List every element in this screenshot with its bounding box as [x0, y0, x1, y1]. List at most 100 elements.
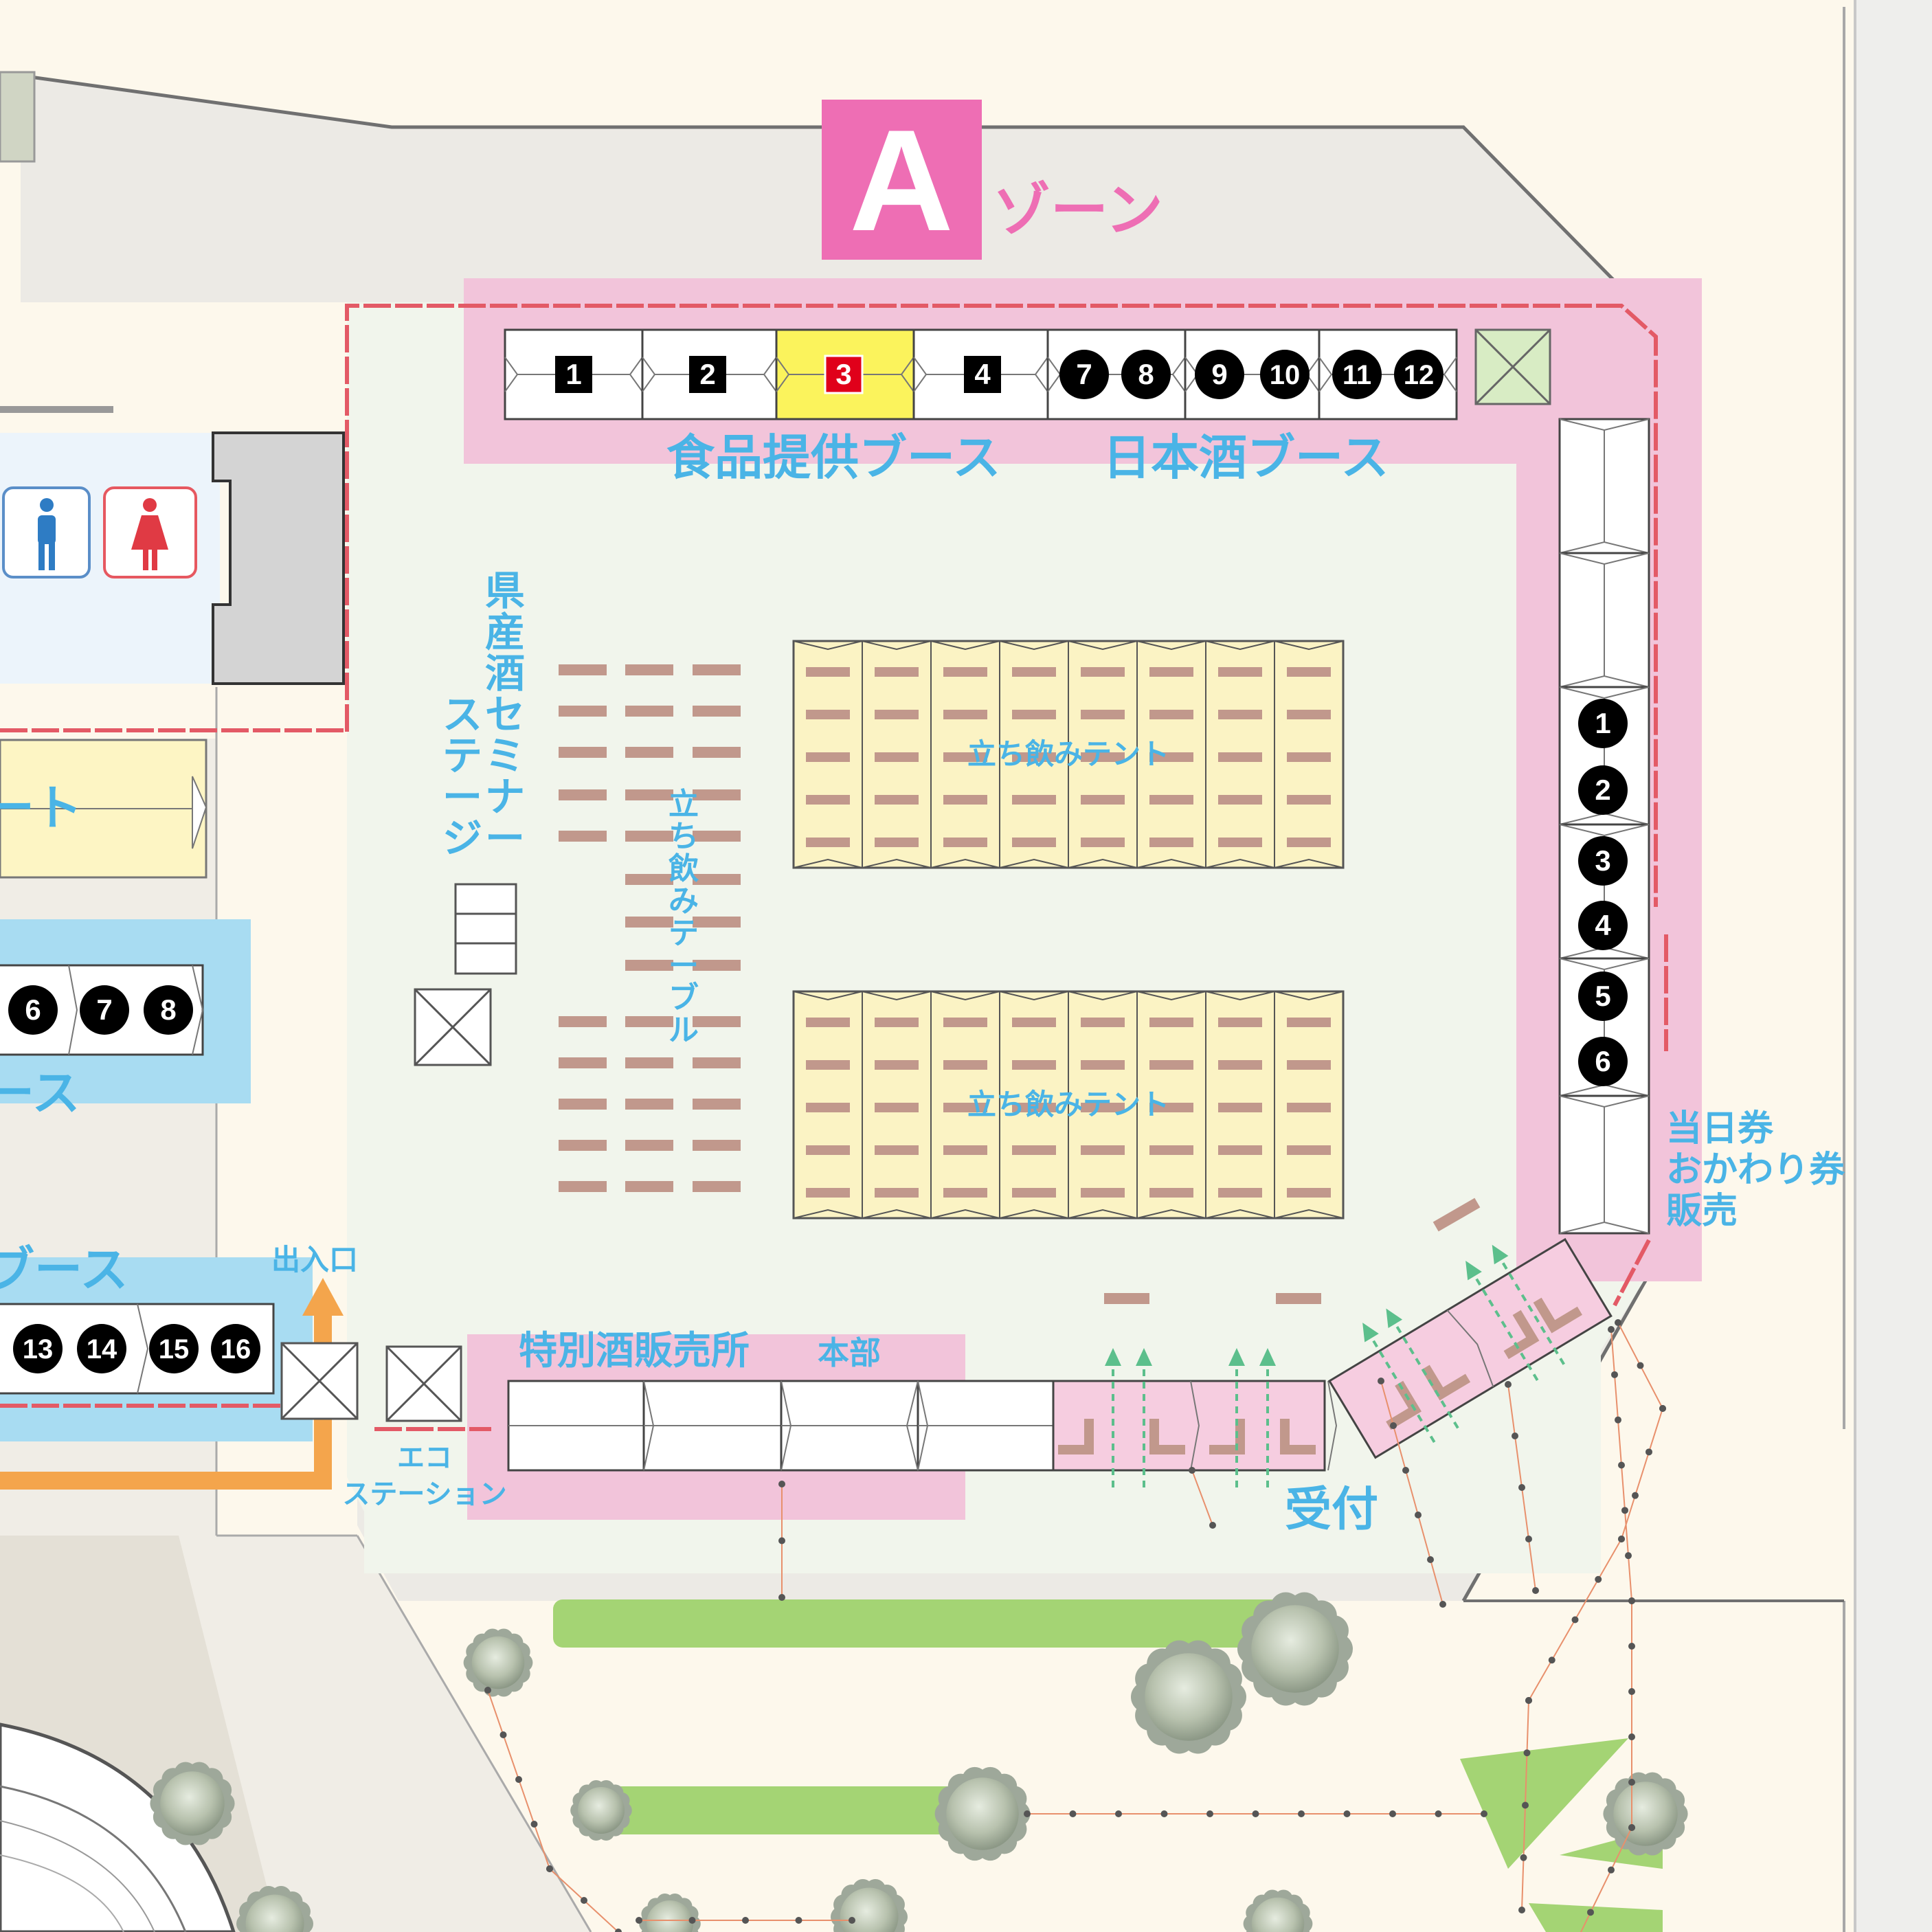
rope-post [636, 1917, 642, 1924]
arrow-up-icon [302, 1278, 344, 1316]
booth-number-badge [1578, 765, 1628, 815]
booth-number-badge [1260, 350, 1310, 399]
tent-table [1218, 667, 1262, 677]
booth-number-badge [824, 355, 864, 394]
booth-number-badge [689, 356, 726, 393]
rope-post [1628, 1643, 1635, 1650]
rope-post [1389, 1810, 1396, 1817]
tree-icon [934, 1766, 1031, 1861]
standing-table [559, 747, 607, 758]
rope-post [1439, 1601, 1446, 1608]
special-sales-label: 特別酒販売所 [519, 1329, 750, 1373]
booth-number-badge [964, 356, 1001, 393]
standing-table-char: 立 [669, 787, 699, 822]
booth-number: 7 [96, 993, 112, 1026]
booth-number: 4 [1595, 909, 1611, 941]
rope-post [688, 1917, 696, 1924]
rope-post [1632, 1492, 1639, 1499]
entrance-label: 出入口 [271, 1243, 358, 1277]
booth-number: 4 [974, 358, 991, 390]
booth-number-badge [555, 356, 592, 393]
standing-table [625, 789, 673, 800]
tent-table [1287, 1018, 1331, 1027]
standing-table [559, 664, 607, 675]
tent-table [806, 1188, 850, 1198]
rope-post [1520, 1854, 1527, 1861]
tent-table [875, 710, 919, 719]
standing-table [625, 1181, 673, 1192]
zone-suffix: ゾーン [993, 177, 1163, 244]
standing-table [693, 1181, 741, 1192]
booth-number: 13 [23, 1334, 54, 1364]
arrow-up-icon [1362, 1323, 1379, 1343]
booth-number-badge [1578, 836, 1628, 886]
sake-booth-label: 日本酒ブース [1103, 429, 1389, 486]
tent-table [875, 838, 919, 847]
seminar-char: ミ [485, 732, 525, 779]
left-booth-label-3: ブース [0, 1242, 128, 1298]
booth-number-badge [1332, 350, 1382, 399]
tent-table [1012, 838, 1056, 847]
standing-table-char: ル [669, 1013, 699, 1048]
standing-table [625, 1099, 673, 1110]
tent-table [875, 1145, 919, 1155]
rope-post [1415, 1512, 1422, 1518]
standing-table-char: み [669, 884, 699, 919]
tent-table [943, 1103, 987, 1112]
booth-number-badge [1578, 971, 1628, 1021]
rope-post [742, 1917, 749, 1924]
tent-table [1081, 1188, 1125, 1198]
booth-number-badge [1121, 350, 1171, 399]
reception-label: 受付 [1285, 1483, 1378, 1537]
booth-number: 15 [159, 1334, 190, 1364]
tent-table [1012, 795, 1056, 805]
tent-label-bottom: 立ち飲みテント [967, 1088, 1169, 1121]
rope-post [1611, 1371, 1618, 1378]
standing-table [625, 664, 673, 675]
rope-post [1628, 1733, 1635, 1740]
tent-table [806, 1060, 850, 1070]
rope-post [1618, 1536, 1625, 1542]
x-box-icon [1474, 328, 1551, 405]
booth-number-badge [144, 985, 193, 1035]
rope-post [1595, 1575, 1602, 1583]
arrow-up-icon [1386, 1308, 1403, 1328]
booth-number-badge [77, 1324, 126, 1373]
tent-table [1218, 752, 1262, 762]
tent-table [1012, 710, 1056, 719]
tent-table [875, 1188, 919, 1198]
standing-table [625, 747, 673, 758]
rope-post [1115, 1810, 1122, 1817]
tent-table [1287, 795, 1331, 805]
rope-post [1206, 1810, 1213, 1817]
rope-post [1628, 1597, 1635, 1604]
tent-table [1287, 710, 1331, 719]
rope-post [1525, 1697, 1532, 1704]
tent-table [875, 795, 919, 805]
rope-post [795, 1917, 802, 1924]
arrow-up-icon [1136, 1348, 1152, 1366]
rope-post [1608, 1326, 1615, 1333]
tent-table [943, 1060, 987, 1070]
rope-post [1587, 1909, 1594, 1916]
tent-table [1149, 667, 1193, 677]
tent-table [1287, 1103, 1331, 1112]
tent-table [1218, 1018, 1262, 1027]
rope-post [1628, 1688, 1635, 1695]
rope-post [1525, 1536, 1532, 1542]
rope-post [1069, 1810, 1077, 1817]
tent-table [1287, 838, 1331, 847]
tent-table [1081, 667, 1125, 677]
rope-post [1505, 1381, 1512, 1388]
rope-post [1522, 1801, 1529, 1809]
tent-table [943, 1018, 987, 1027]
hq-label: 本部 [818, 1334, 881, 1371]
rope-post [1427, 1556, 1434, 1563]
tent-table [806, 795, 850, 805]
tent-table [1149, 1060, 1193, 1070]
booth-number-badge [13, 1324, 63, 1373]
standing-tents [792, 640, 1345, 1220]
booth-number: 7 [1076, 358, 1092, 390]
tent-table [1081, 1018, 1125, 1027]
